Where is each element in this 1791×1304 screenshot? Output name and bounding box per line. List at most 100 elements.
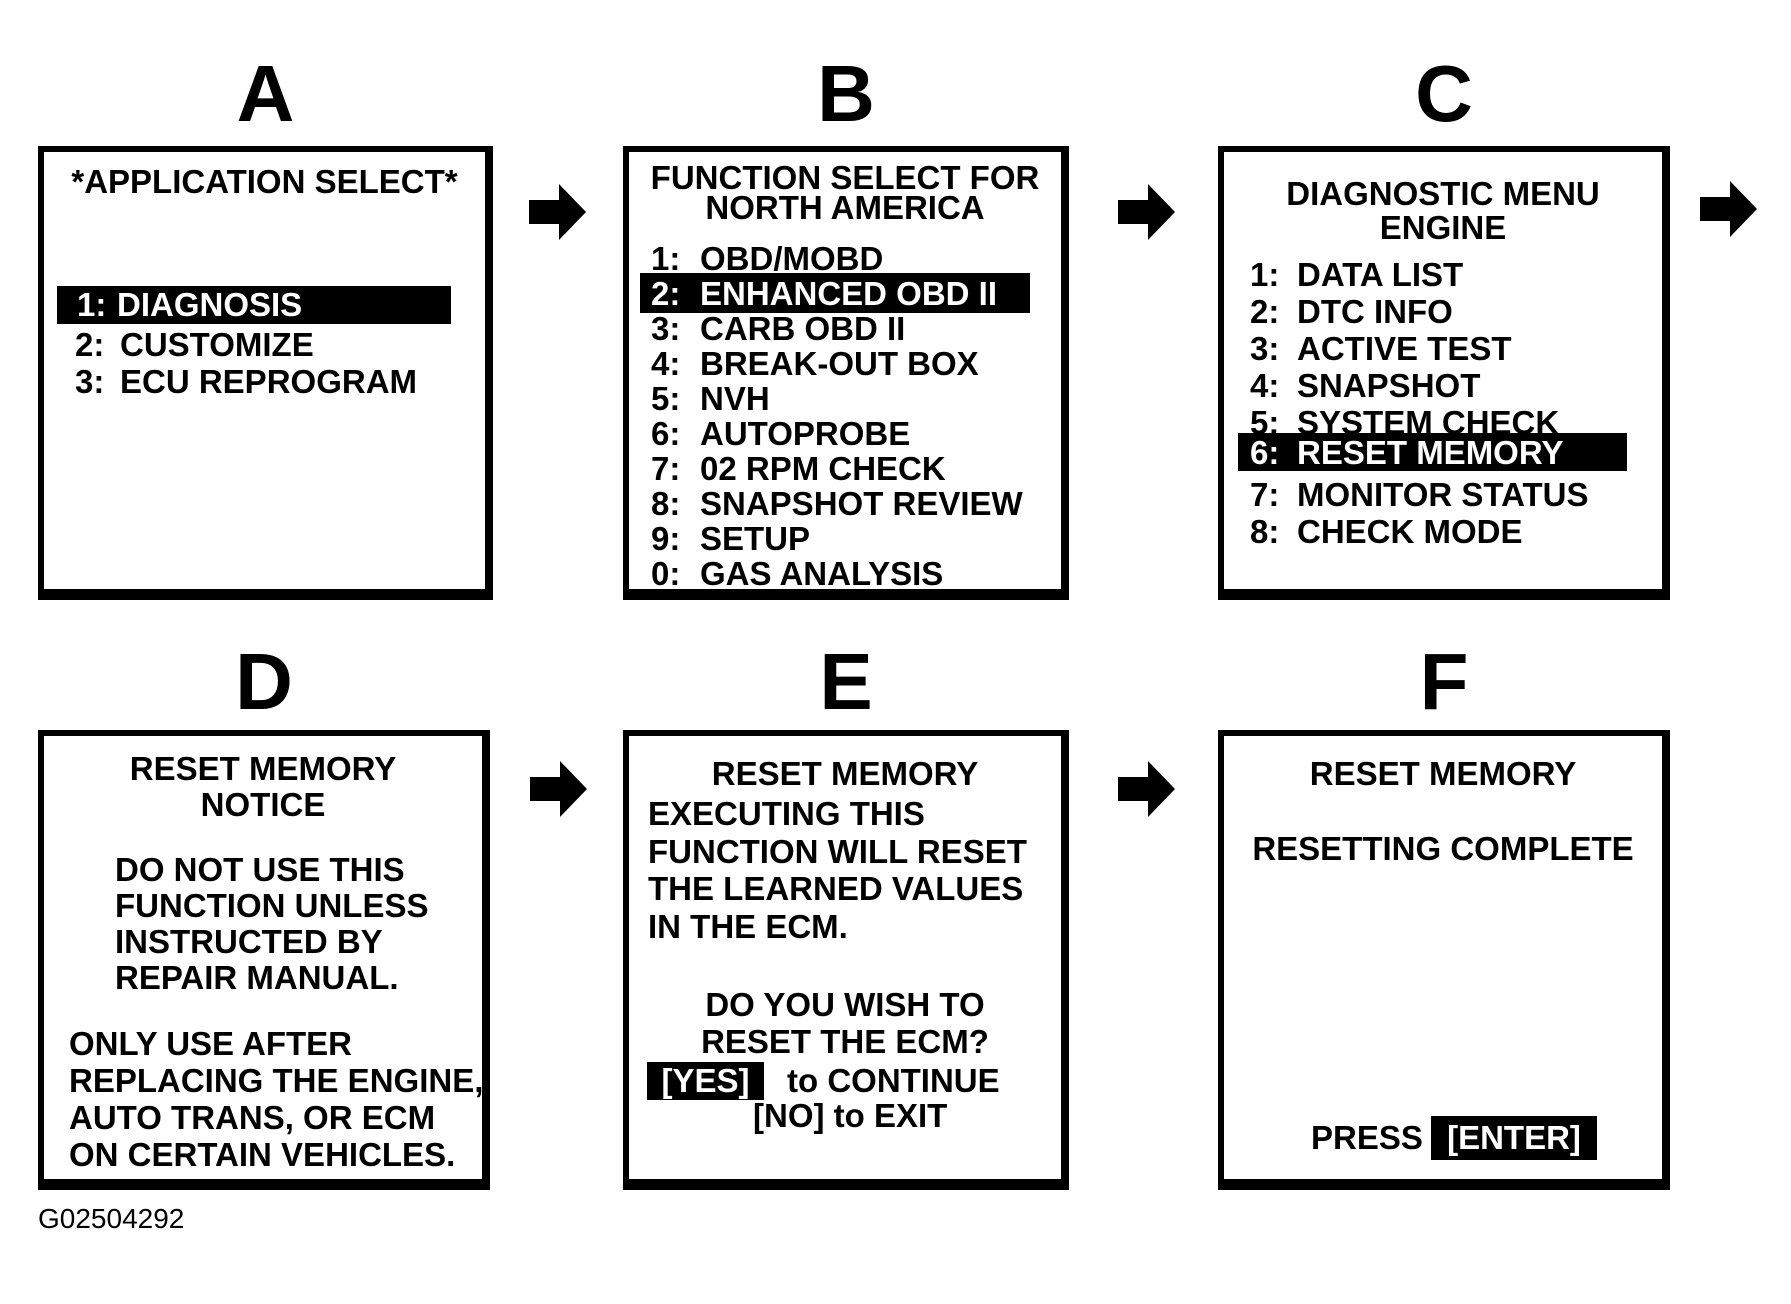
menu-item-nvh[interactable]: 5: NVH — [629, 381, 1061, 416]
panel-letter-c: C — [1415, 49, 1473, 138]
panel-letter-d: D — [235, 637, 293, 726]
screen-d-title-line1: RESET MEMORY — [129, 750, 397, 787]
menu-item-data-list[interactable]: 1: DATA LIST — [1224, 256, 1662, 293]
yes-key-label: [YES] — [661, 1062, 750, 1099]
menu-item-number: 5: — [651, 380, 681, 417]
menu-item-number: 9: — [651, 520, 681, 557]
selection-highlight — [1238, 433, 1627, 471]
menu-item-active-test[interactable]: 3: ACTIVE TEST — [1224, 330, 1662, 367]
no-key-line[interactable]: [NO] to EXIT — [753, 1097, 948, 1134]
menu-item-number: 7: — [1250, 476, 1280, 513]
menu-item-02-rpm-check[interactable]: 7: 02 RPM CHECK — [629, 451, 1061, 486]
figure-code: G02504292 — [38, 1203, 185, 1234]
menu-item-label: AUTOPROBE — [700, 415, 911, 452]
menu-item-label: SNAPSHOT REVIEW — [700, 485, 1023, 522]
selection-highlight — [640, 273, 1030, 313]
menu-item-number: 8: — [1250, 513, 1280, 550]
menu-item-dtc-info[interactable]: 2: DTC INFO — [1224, 293, 1662, 330]
flow-arrow-icon — [1700, 181, 1757, 237]
notice-line: ONLY USE AFTER — [69, 1025, 352, 1062]
menu-item-customize[interactable]: 2: CUSTOMIZE — [44, 326, 485, 364]
menu-item-check-mode[interactable]: 8: CHECK MODE — [1224, 513, 1662, 550]
menu-item-carb-obd-ii[interactable]: 3: CARB OBD II — [629, 311, 1061, 346]
menu-item-number: 4: — [1250, 367, 1280, 404]
menu-item-label: DATA LIST — [1297, 256, 1464, 293]
screen-function-select: FUNCTION SELECT FOR NORTH AMERICA 1: OBD… — [623, 146, 1069, 600]
menu-item-number: 0: — [651, 555, 681, 592]
menu-item-reset-memory[interactable]: 6: RESET MEMORY — [1224, 434, 1662, 471]
menu-item-autoprobe[interactable]: 6: AUTOPROBE — [629, 416, 1061, 451]
menu-item-label: CUSTOMIZE — [120, 326, 314, 363]
screen-c-title-line2: ENGINE — [1379, 209, 1507, 246]
menu-item-number: 1: — [651, 240, 681, 277]
panel-letter-e: E — [819, 637, 873, 726]
menu-item-label: RESET MEMORY — [1297, 434, 1564, 471]
screen-e-title: RESET MEMORY — [711, 755, 979, 792]
screen-d-title-line2: NOTICE — [200, 786, 326, 823]
menu-item-label: BREAK-OUT BOX — [700, 345, 979, 382]
menu-item-label: 02 RPM CHECK — [700, 450, 946, 487]
screen-reset-memory-confirm: RESET MEMORY EXECUTING THIS FUNCTION WIL… — [623, 730, 1069, 1190]
menu-item-number: 3: — [75, 363, 105, 400]
menu-item-label: DIAGNOSIS — [117, 286, 303, 323]
message-line: FUNCTION WILL RESET — [648, 833, 1027, 870]
menu-item-label: ACTIVE TEST — [1297, 330, 1512, 367]
menu-item-number: 6: — [1250, 434, 1280, 471]
panel-letter-b: B — [817, 49, 875, 138]
screen-reset-memory-complete: RESET MEMORY RESETTING COMPLETE PRESS [E… — [1218, 730, 1670, 1190]
notice-line: REPLACING THE ENGINE, — [69, 1062, 484, 1099]
menu-item-number: 2: — [75, 326, 105, 363]
menu-item-obd-mobd[interactable]: 1: OBD/MOBD — [629, 241, 1061, 276]
flow-arrow-icon — [530, 761, 587, 817]
enter-key[interactable]: [ENTER] — [1431, 1116, 1597, 1160]
menu-item-snapshot-review[interactable]: 8: SNAPSHOT REVIEW — [629, 486, 1061, 521]
menu-item-snapshot[interactable]: 4: SNAPSHOT — [1224, 367, 1662, 404]
yes-continue-text: to CONTINUE — [787, 1062, 1000, 1099]
menu-item-label: OBD/MOBD — [700, 240, 884, 277]
menu-item-break-out-box[interactable]: 4: BREAK-OUT BOX — [629, 346, 1061, 381]
menu-item-number: 3: — [651, 310, 681, 347]
flow-arrow-icon — [1118, 184, 1175, 240]
notice-line: INSTRUCTED BY — [115, 923, 383, 960]
menu-item-number: 1: — [1250, 256, 1280, 293]
screen-b-title-line1: FUNCTION SELECT FOR — [650, 159, 1040, 196]
screen-application-select: *APPLICATION SELECT* 1: DIAGNOSIS 2: CUS… — [38, 146, 493, 600]
notice-line: AUTO TRANS, OR ECM — [69, 1099, 436, 1136]
menu-item-ecu-reprogram[interactable]: 3: ECU REPROGRAM — [44, 363, 485, 401]
notice-line: FUNCTION UNLESS — [115, 887, 429, 924]
menu-item-number: 2: — [651, 275, 681, 312]
flow-arrow-icon — [529, 184, 586, 240]
notice-line: REPAIR MANUAL. — [115, 959, 399, 996]
enter-key-label: [ENTER] — [1447, 1119, 1581, 1156]
menu-item-label: DTC INFO — [1297, 293, 1453, 330]
menu-item-number: 3: — [1250, 330, 1280, 367]
menu-item-monitor-status[interactable]: 7: MONITOR STATUS — [1224, 476, 1662, 513]
flow-arrow-icon — [1118, 761, 1175, 817]
menu-item-label: SNAPSHOT — [1297, 367, 1481, 404]
menu-item-enhanced-obd-ii[interactable]: 2: ENHANCED OBD II — [629, 276, 1061, 311]
menu-item-gas-analysis[interactable]: 0: GAS ANALYSIS — [629, 556, 1061, 591]
menu-item-number: 7: — [651, 450, 681, 487]
question-line: RESET THE ECM? — [701, 1023, 989, 1060]
message-line: EXECUTING THIS — [648, 795, 925, 832]
menu-item-label: CHECK MODE — [1297, 513, 1523, 550]
selection-highlight — [57, 286, 451, 324]
screen-b-title-line2: NORTH AMERICA — [705, 189, 985, 226]
menu-item-number: 6: — [651, 415, 681, 452]
menu-item-setup[interactable]: 9: SETUP — [629, 521, 1061, 556]
question-line: DO YOU WISH TO — [705, 986, 985, 1023]
menu-item-number: 2: — [1250, 293, 1280, 330]
screen-diagnostic-menu: DIAGNOSTIC MENU ENGINE 1: DATA LIST 2: D… — [1218, 146, 1670, 600]
menu-item-number: 4: — [651, 345, 681, 382]
menu-item-diagnosis[interactable]: 1: DIAGNOSIS — [44, 286, 485, 324]
menu-item-label: MONITOR STATUS — [1297, 476, 1589, 513]
status-line: RESETTING COMPLETE — [1252, 830, 1634, 867]
screen-c-title-line1: DIAGNOSTIC MENU — [1286, 175, 1600, 212]
menu-item-number: 1: — [77, 286, 107, 323]
menu-item-label: GAS ANALYSIS — [700, 555, 944, 592]
screen-f-title: RESET MEMORY — [1309, 755, 1577, 792]
notice-line: ON CERTAIN VEHICLES. — [69, 1136, 456, 1173]
yes-key[interactable]: [YES] — [647, 1062, 764, 1100]
menu-item-number: 8: — [651, 485, 681, 522]
